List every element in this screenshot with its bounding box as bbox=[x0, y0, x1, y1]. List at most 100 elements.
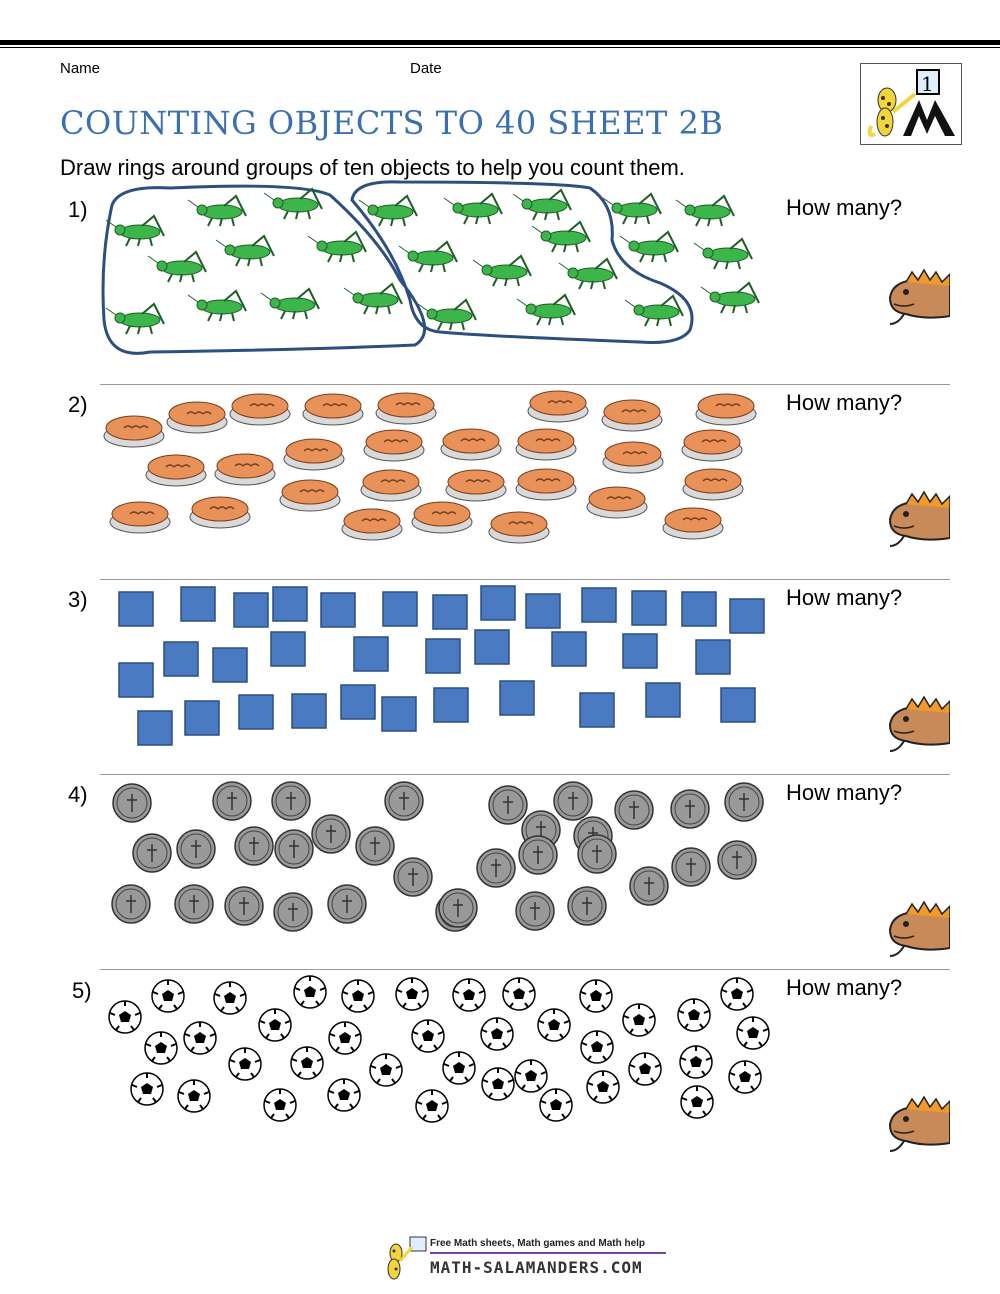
soccer-ball-icon bbox=[263, 1088, 297, 1122]
coin-icon bbox=[724, 782, 764, 822]
salamander-icon bbox=[884, 268, 951, 328]
coin-icon bbox=[274, 829, 314, 869]
coin-icon bbox=[112, 783, 152, 823]
soccer-ball-icon bbox=[213, 981, 247, 1015]
pie-icon bbox=[283, 438, 345, 471]
square-icon bbox=[480, 585, 516, 621]
grasshopper-icon bbox=[700, 281, 760, 314]
soccer-ball-icon bbox=[537, 1008, 571, 1042]
grasshopper-icon bbox=[472, 254, 532, 287]
square-icon bbox=[320, 592, 356, 628]
pie-icon bbox=[601, 399, 663, 432]
pie-icon bbox=[103, 415, 165, 448]
pie-icon bbox=[375, 392, 437, 425]
footer-tagline: Free Math sheets, Math games and Math he… bbox=[430, 1238, 646, 1249]
grasshopper-icon bbox=[358, 194, 418, 227]
soccer-ball-icon bbox=[481, 1067, 515, 1101]
soccer-ball-icon bbox=[442, 1051, 476, 1085]
square-icon bbox=[353, 636, 389, 672]
coin-icon bbox=[629, 866, 669, 906]
pie-icon bbox=[515, 468, 577, 501]
coin-icon bbox=[577, 834, 617, 874]
square-icon bbox=[432, 594, 468, 630]
square-icon bbox=[163, 641, 199, 677]
soccer-ball-icon bbox=[502, 977, 536, 1011]
date-label: Date bbox=[410, 60, 442, 77]
soccer-ball-icon bbox=[480, 1017, 514, 1051]
grasshopper-icon bbox=[417, 298, 477, 331]
how-many-prompt: How many? bbox=[786, 585, 903, 610]
coin-icon bbox=[476, 848, 516, 888]
coin-icon bbox=[327, 884, 367, 924]
page-title: COUNTING OBJECTS TO 40 SHEET 2B bbox=[60, 104, 724, 142]
soccer-ball-icon bbox=[151, 979, 185, 1013]
pie-icon bbox=[166, 401, 228, 434]
pie-icon bbox=[341, 508, 403, 541]
square-icon bbox=[118, 662, 154, 698]
how-many-prompt: How many? bbox=[786, 390, 903, 415]
soccer-ball-icon bbox=[677, 998, 711, 1032]
soccer-ball-icon bbox=[290, 1046, 324, 1080]
pie-icon bbox=[586, 486, 648, 519]
pie-icon bbox=[488, 511, 550, 544]
how-many-prompt: How many? bbox=[786, 975, 903, 1000]
coin-icon bbox=[553, 781, 593, 821]
footer-logo bbox=[380, 1233, 670, 1283]
coin-icon bbox=[271, 781, 311, 821]
grasshopper-icon bbox=[693, 237, 753, 270]
grasshopper-icon bbox=[105, 214, 165, 247]
soccer-ball-icon bbox=[728, 1060, 762, 1094]
soccer-ball-icon bbox=[395, 977, 429, 1011]
group-ring bbox=[101, 184, 427, 355]
soccer-ball-icon bbox=[580, 1030, 614, 1064]
soccer-ball-icon bbox=[328, 1021, 362, 1055]
logo-badge-number: 1 bbox=[921, 72, 934, 96]
square-icon bbox=[238, 694, 274, 730]
square-icon bbox=[212, 647, 248, 683]
soccer-ball-icon bbox=[720, 977, 754, 1011]
section-divider bbox=[100, 579, 950, 580]
soccer-ball-icon bbox=[452, 978, 486, 1012]
grasshopper-icon bbox=[624, 294, 684, 327]
coin-icon bbox=[614, 790, 654, 830]
coin-icon bbox=[515, 891, 555, 931]
square-icon bbox=[137, 710, 173, 746]
section-divider bbox=[100, 384, 950, 385]
square-icon bbox=[180, 586, 216, 622]
pie-icon bbox=[682, 468, 744, 501]
coin-icon bbox=[567, 886, 607, 926]
pie-icon bbox=[189, 496, 251, 529]
pie-icon bbox=[445, 469, 507, 502]
square-icon bbox=[340, 684, 376, 720]
coin-icon bbox=[518, 835, 558, 875]
coin-icon bbox=[488, 785, 528, 825]
square-icon bbox=[579, 692, 615, 728]
coin-icon bbox=[393, 857, 433, 897]
square-icon bbox=[622, 633, 658, 669]
square-icon bbox=[551, 631, 587, 667]
square-icon bbox=[645, 682, 681, 718]
grasshopper-icon bbox=[187, 194, 247, 227]
coin-icon bbox=[355, 826, 395, 866]
soccer-ball-icon bbox=[258, 1008, 292, 1042]
pie-icon bbox=[109, 501, 171, 534]
coin-icon bbox=[717, 840, 757, 880]
soccer-ball-icon bbox=[679, 1045, 713, 1079]
pie-icon bbox=[681, 429, 743, 462]
pie-icon bbox=[302, 393, 364, 426]
how-many-prompt: How many? bbox=[786, 195, 903, 220]
square-icon bbox=[233, 592, 269, 628]
soccer-ball-icon bbox=[108, 1000, 142, 1034]
grasshopper-icon bbox=[260, 287, 320, 320]
soccer-ball-icon bbox=[177, 1079, 211, 1113]
coin-icon bbox=[671, 847, 711, 887]
square-icon bbox=[184, 700, 220, 736]
grasshopper-icon bbox=[263, 187, 323, 220]
grasshopper-icon bbox=[307, 230, 367, 263]
square-icon bbox=[381, 696, 417, 732]
grasshopper-icon bbox=[675, 194, 735, 227]
coin-icon bbox=[212, 781, 252, 821]
section-divider bbox=[100, 969, 950, 970]
grasshopper-icon bbox=[531, 220, 591, 253]
